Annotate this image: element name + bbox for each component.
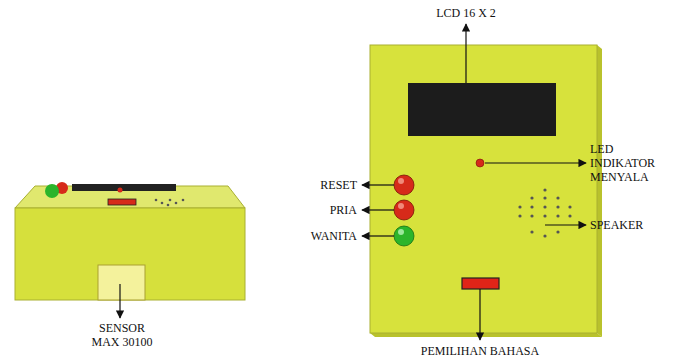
language-select-label: PEMILIHAN BAHASA xyxy=(421,344,539,358)
wanita-label: WANITA xyxy=(311,229,357,243)
speaker-label: SPEAKER xyxy=(590,218,643,232)
sensor-label: SENSOR MAX 30100 xyxy=(86,321,158,349)
led-label: LED INDIKATOR MENYALA xyxy=(590,142,672,184)
lcd-label: LCD 16 X 2 xyxy=(436,6,496,20)
reset-label: RESET xyxy=(320,178,357,192)
pria-label: PRIA xyxy=(330,203,357,217)
